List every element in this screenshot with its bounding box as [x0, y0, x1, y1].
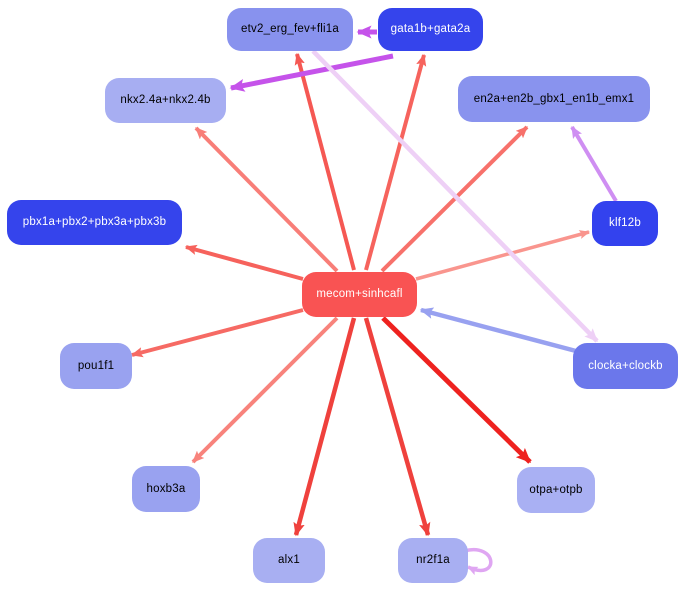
node-otpa+otpb[interactable]: otpa+otpb	[517, 467, 595, 513]
node-alx1[interactable]: alx1	[253, 538, 325, 583]
node-pbx1a+pbx2+pbx3a+pbx3b[interactable]: pbx1a+pbx2+pbx3a+pbx3b	[7, 200, 182, 245]
node-en2a+en2b_gbx1_en1b_emx1[interactable]: en2a+en2b_gbx1_en1b_emx1	[458, 76, 650, 122]
node-clocka+clockb[interactable]: clocka+clockb	[573, 343, 678, 389]
edge-mecom+sinhcafl->nkx2.4a+nkx2.4b	[194, 126, 339, 273]
edge-mecom+sinhcafl->gata1b+gata2a	[364, 53, 427, 271]
edge-mecom+sinhcafl->otpa+otpb	[381, 316, 532, 464]
edge-mecom+sinhcafl->en2a+en2b_gbx1_en1b_emx1	[380, 125, 529, 273]
node-hoxb3a[interactable]: hoxb3a	[132, 466, 200, 512]
node-etv2_erg_fev+fli1a[interactable]: etv2_erg_fev+fli1a	[227, 8, 353, 51]
edge-nr2f1a->nr2f1a	[463, 547, 493, 576]
edge-clocka+clockb->mecom+sinhcafl	[419, 307, 577, 354]
edge-gata1b+gata2a->nkx2.4a+nkx2.4b	[229, 53, 394, 92]
edge-mecom+sinhcafl->etv2_erg_fev+fli1a	[294, 52, 356, 271]
node-nkx2.4a+nkx2.4b[interactable]: nkx2.4a+nkx2.4b	[105, 78, 226, 123]
edge-mecom+sinhcafl->klf12b	[415, 230, 591, 281]
edge-mecom+sinhcafl->pou1f1	[130, 308, 304, 358]
edge-klf12b->en2a+en2b_gbx1_en1b_emx1	[570, 125, 618, 203]
node-klf12b[interactable]: klf12b	[592, 201, 658, 246]
node-pou1f1[interactable]: pou1f1	[60, 343, 132, 389]
edge-etv2_erg_fev+fli1a->clocka+clockb	[311, 49, 599, 343]
node-gata1b+gata2a[interactable]: gata1b+gata2a	[378, 8, 483, 51]
edge-mecom+sinhcafl->alx1	[293, 317, 357, 537]
edge-mecom+sinhcafl->hoxb3a	[191, 316, 339, 464]
edge-mecom+sinhcafl->pbx1a+pbx2+pbx3a+pbx3b	[184, 244, 304, 281]
edge-mecom+sinhcafl->nr2f1a	[363, 317, 431, 537]
node-nr2f1a[interactable]: nr2f1a	[398, 538, 468, 583]
node-mecom+sinhcafl[interactable]: mecom+sinhcafl	[302, 272, 417, 317]
